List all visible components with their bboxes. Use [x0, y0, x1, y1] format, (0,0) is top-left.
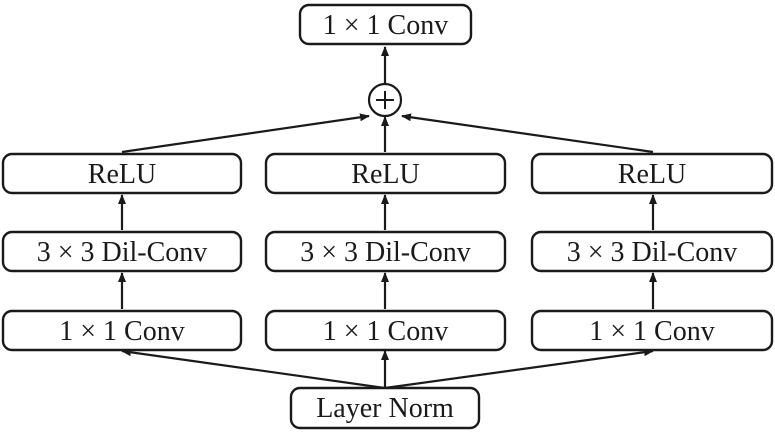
conv-label-right: 1 × 1 Conv	[589, 316, 714, 347]
layer-norm-label: Layer Norm	[316, 393, 454, 424]
top-conv-label: 1 × 1 Conv	[323, 10, 448, 41]
edge-norm-to-conv-right	[384, 348, 654, 390]
relu-label-right: ReLU	[618, 159, 686, 190]
edge-relu-to-merge-left	[121, 113, 370, 154]
relu-block-left: ReLU	[1, 152, 243, 195]
conv-block-right: 1 × 1 Conv	[530, 309, 774, 352]
relu-label-middle: ReLU	[351, 159, 419, 190]
relu-block-middle: ReLU	[264, 152, 507, 195]
edge-relu-to-merge-right	[401, 113, 654, 154]
relu-block-right: ReLU	[530, 152, 774, 195]
merge-node	[367, 82, 403, 118]
dilconv-block-right: 3 × 3 Dil-Conv	[530, 230, 774, 273]
conv-label-middle: 1 × 1 Conv	[323, 316, 448, 347]
branch-middle: ReLU 3 × 3 Dil-Conv 1 × 1 Conv	[264, 152, 507, 352]
layer-norm-block: Layer Norm	[289, 386, 481, 430]
conv-label-left: 1 × 1 Conv	[59, 316, 184, 347]
top-conv-block: 1 × 1 Conv	[298, 3, 473, 46]
conv-block-left: 1 × 1 Conv	[1, 309, 243, 352]
dilconv-block-middle: 3 × 3 Dil-Conv	[264, 230, 507, 273]
edge-norm-to-conv-left	[121, 348, 386, 390]
conv-block-middle: 1 × 1 Conv	[264, 309, 507, 352]
branch-left: ReLU 3 × 3 Dil-Conv 1 × 1 Conv	[1, 152, 243, 352]
branch-right: ReLU 3 × 3 Dil-Conv 1 × 1 Conv	[530, 152, 774, 352]
dilconv-label-left: 3 × 3 Dil-Conv	[37, 237, 208, 268]
dilconv-label-right: 3 × 3 Dil-Conv	[567, 237, 738, 268]
edges	[118, 46, 657, 390]
relu-label-left: ReLU	[88, 159, 156, 190]
dilconv-label-middle: 3 × 3 Dil-Conv	[300, 237, 471, 268]
dilconv-block-left: 3 × 3 Dil-Conv	[1, 230, 243, 273]
